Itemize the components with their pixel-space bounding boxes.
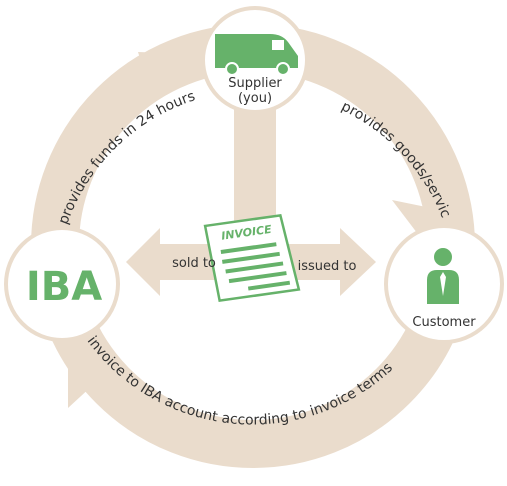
inner-flow-arrows (126, 100, 376, 296)
arrowhead-to-supplier (138, 52, 196, 96)
iba-label: IBA (26, 264, 102, 310)
customer-label: Customer (412, 315, 476, 330)
issued-to-arrow (278, 228, 376, 296)
invoice-document-icon: INVOICE (203, 213, 301, 303)
supplier-label: Supplier (228, 76, 282, 91)
supplier-node: Supplier (you) (201, 6, 309, 114)
sold-to-label: sold to (172, 256, 216, 271)
supplier-to-invoice-stem (234, 100, 276, 230)
arrowhead-to-customer (392, 200, 470, 250)
delivery-van-icon (215, 34, 298, 76)
iba-node: IBA (4, 226, 120, 342)
issued-to-label: issued to (298, 259, 357, 274)
customer-node: Customer (384, 224, 504, 344)
ring-arrowheads (68, 52, 470, 408)
arrowhead-to-iba (68, 348, 118, 408)
supplier-sublabel: (you) (238, 91, 272, 106)
person-icon (427, 248, 459, 304)
sold-to-arrow (126, 228, 230, 296)
